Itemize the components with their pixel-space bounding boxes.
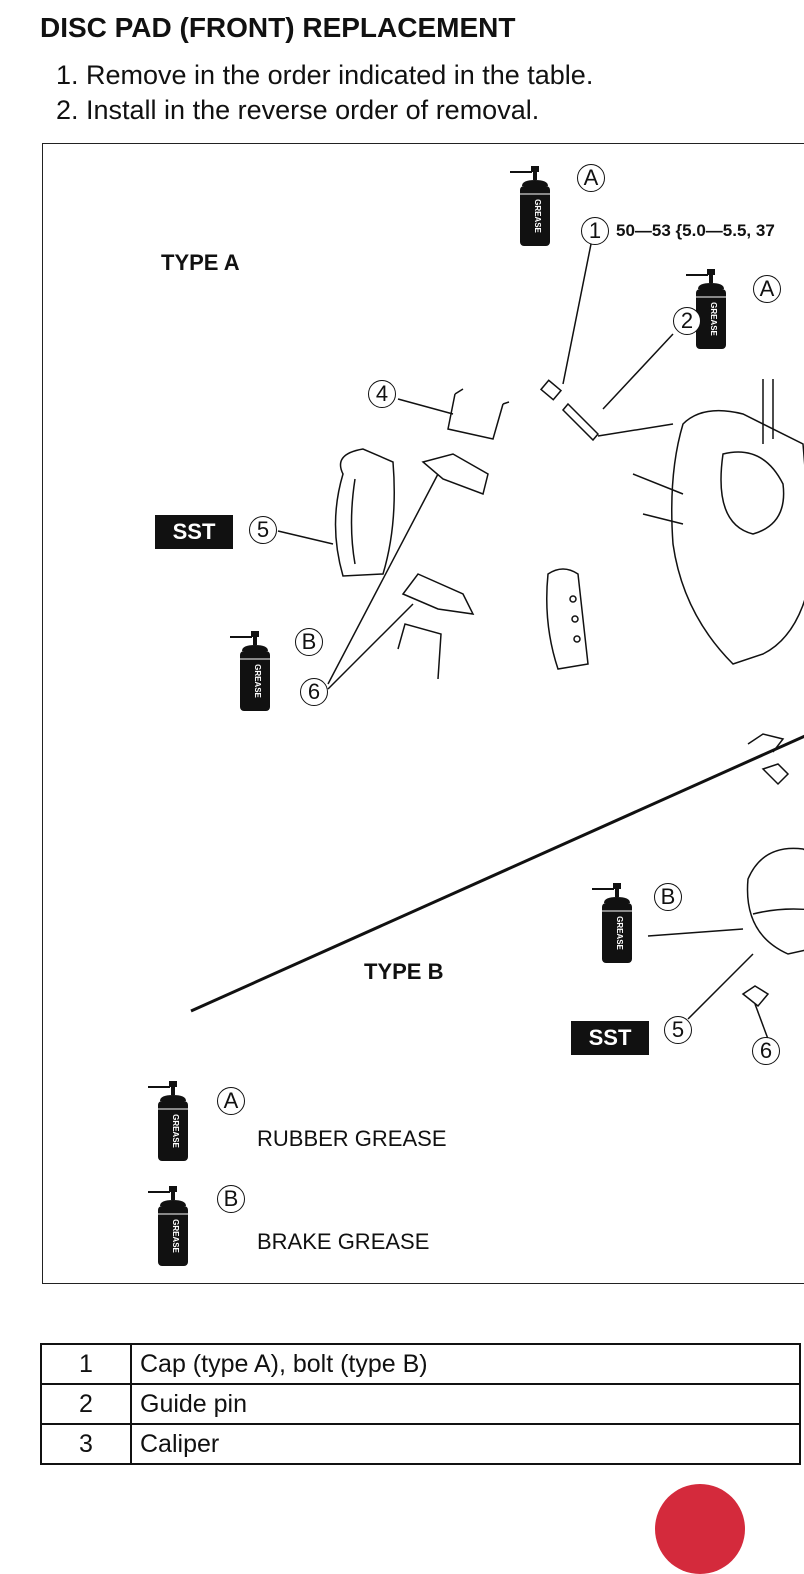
floating-action-button[interactable] <box>655 1484 745 1574</box>
step-1: 1. Remove in the order indicated in the … <box>56 60 594 90</box>
marker-6: 6 <box>752 1037 780 1065</box>
part-number: 3 <box>40 1423 132 1465</box>
marker-b: B <box>295 628 323 656</box>
grease-can-icon <box>510 165 551 247</box>
marker-2: 2 <box>673 307 701 335</box>
page-title: DISC PAD (FRONT) REPLACEMENT <box>40 12 516 43</box>
part-number: 2 <box>40 1383 132 1425</box>
legend-rubber-grease: RUBBER GREASE <box>257 1126 447 1151</box>
type-b-label: TYPE B <box>364 959 444 984</box>
marker-a: A <box>577 164 605 192</box>
grease-can-icon <box>148 1080 189 1162</box>
marker-6: 6 <box>300 678 328 706</box>
part-name: Caliper <box>130 1423 801 1465</box>
part-number: 1 <box>40 1343 132 1385</box>
marker-a: A <box>753 275 781 303</box>
legend-marker-b: B <box>217 1185 245 1213</box>
sst-badge: SST <box>155 515 233 549</box>
marker-b: B <box>654 883 682 911</box>
marker-5: 5 <box>664 1016 692 1044</box>
marker-5: 5 <box>249 516 277 544</box>
grease-can-icon <box>592 882 633 964</box>
exploded-diagram: A 1 50—53 {5.0—5.5, 37 TYPE A A 2 4 SST … <box>42 143 804 1284</box>
torque-spec: 50—53 {5.0—5.5, 37 <box>616 221 775 240</box>
diagram-artwork <box>148 165 804 1267</box>
marker-1: 1 <box>581 217 609 245</box>
marker-4: 4 <box>368 380 396 408</box>
step-2: 2. Install in the reverse order of remov… <box>56 95 540 125</box>
legend-brake-grease: BRAKE GREASE <box>257 1229 430 1254</box>
part-name: Cap (type A), bolt (type B) <box>130 1343 801 1385</box>
part-name: Guide pin <box>130 1383 801 1425</box>
grease-can-icon <box>148 1185 189 1267</box>
sst-badge: SST <box>571 1021 649 1055</box>
legend-marker-a: A <box>217 1087 245 1115</box>
grease-can-icon <box>230 630 271 712</box>
type-a-label: TYPE A <box>161 250 240 275</box>
